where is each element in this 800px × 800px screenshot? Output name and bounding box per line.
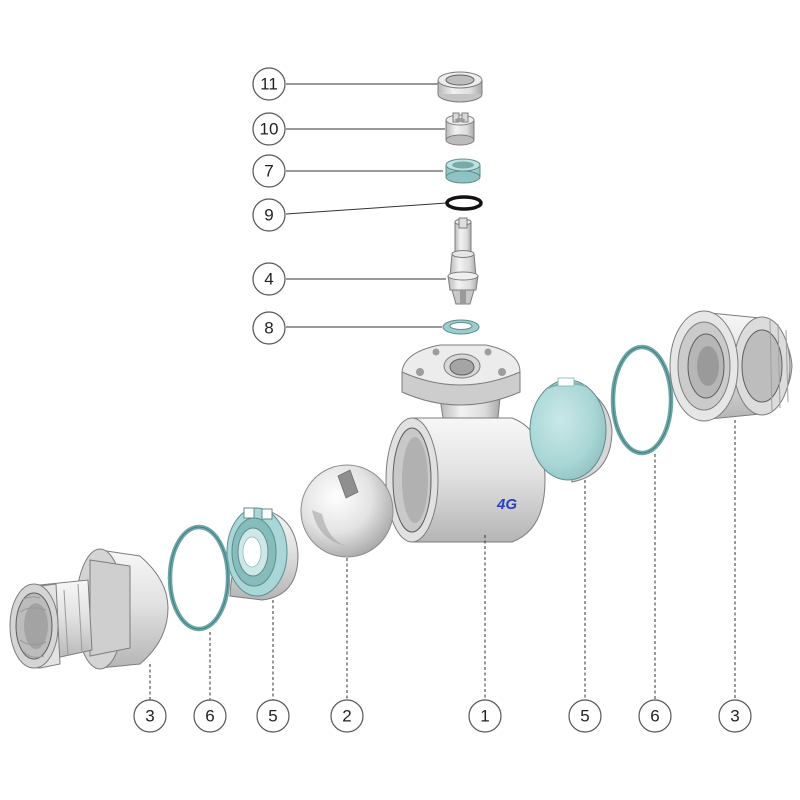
part-3-union-end-left	[9, 548, 169, 670]
callout-label: 10	[260, 120, 279, 139]
part-3-union-end-right	[669, 310, 793, 422]
callout-3-left: 3	[133, 664, 167, 733]
part-9-black-o-ring	[445, 195, 483, 211]
callout-label: 1	[480, 707, 489, 726]
callout-label: 7	[264, 162, 273, 181]
callout-5-right: 5	[568, 480, 602, 733]
callout-label: 3	[145, 707, 154, 726]
callout-label: 8	[264, 319, 273, 338]
callout-10: 10	[252, 112, 445, 146]
callout-11: 11	[252, 67, 438, 101]
callout-label: 5	[580, 707, 589, 726]
part-5-seat-right	[529, 377, 613, 483]
part-1-valve-body: 4G	[385, 344, 546, 543]
part-6-o-ring-left	[167, 524, 231, 632]
stem-assembly: 11 10 7	[252, 67, 483, 345]
part-6-o-ring-right	[610, 344, 674, 456]
callout-6-right: 6	[638, 454, 672, 733]
callout-4: 4	[252, 262, 446, 296]
callout-label: 2	[342, 707, 351, 726]
callout-label: 11	[260, 75, 278, 94]
callout-label: 6	[650, 707, 659, 726]
callout-3-right: 3	[718, 420, 752, 733]
callout-label: 5	[268, 707, 277, 726]
part-10-gland	[445, 112, 475, 146]
callout-7: 7	[252, 154, 443, 188]
callout-9: 9	[252, 198, 448, 232]
callout-label: 9	[264, 206, 273, 225]
callout-label: 6	[205, 707, 214, 726]
callout-6-left: 6	[193, 632, 227, 733]
part-7-packing-ring	[445, 158, 481, 184]
part-4-stem	[447, 217, 479, 305]
callout-2: 2	[330, 558, 364, 733]
callout-1: 1	[468, 535, 502, 733]
part-11-ring-nut	[437, 71, 483, 103]
part-2-ball	[300, 464, 394, 558]
part-8-stem-washer	[442, 319, 480, 335]
callout-8: 8	[252, 311, 442, 345]
callout-5-left: 5	[256, 600, 290, 733]
part-5-seat-left	[226, 507, 299, 601]
brand-logo-4g: 4G	[496, 496, 517, 513]
callout-label: 3	[730, 707, 739, 726]
callout-label: 4	[264, 270, 273, 289]
